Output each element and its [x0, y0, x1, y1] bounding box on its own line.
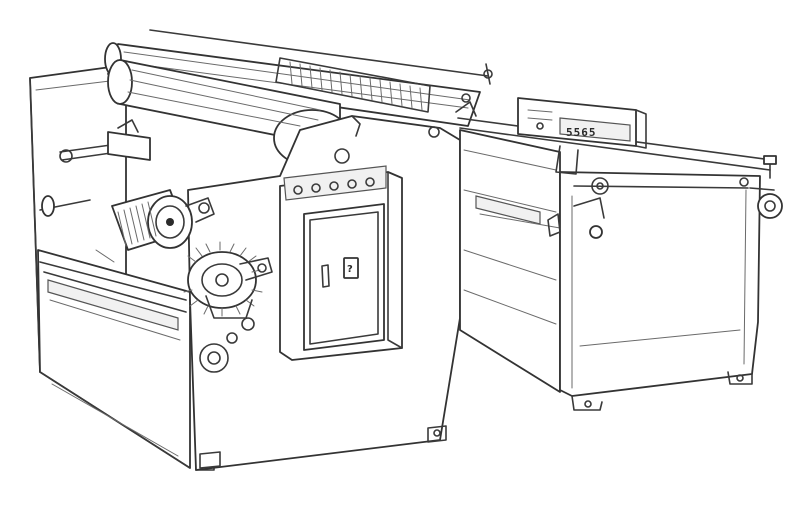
rewind-unit — [457, 117, 783, 411]
drive-motor — [111, 189, 215, 251]
fasteners-and-details — [95, 93, 749, 263]
main-rollers — [104, 29, 493, 167]
lower-bed — [37, 249, 215, 471]
control-box-badge: ? — [343, 257, 359, 279]
control-box-badge-text: ? — [347, 264, 353, 275]
control-cabinet: ? — [279, 165, 403, 361]
gear-pulley-assembly — [183, 241, 273, 344]
handwheel — [749, 155, 783, 219]
counter-display-text: 5565 — [566, 126, 597, 139]
length-counter: 5565 — [517, 97, 647, 175]
web-roll-left — [39, 119, 151, 217]
